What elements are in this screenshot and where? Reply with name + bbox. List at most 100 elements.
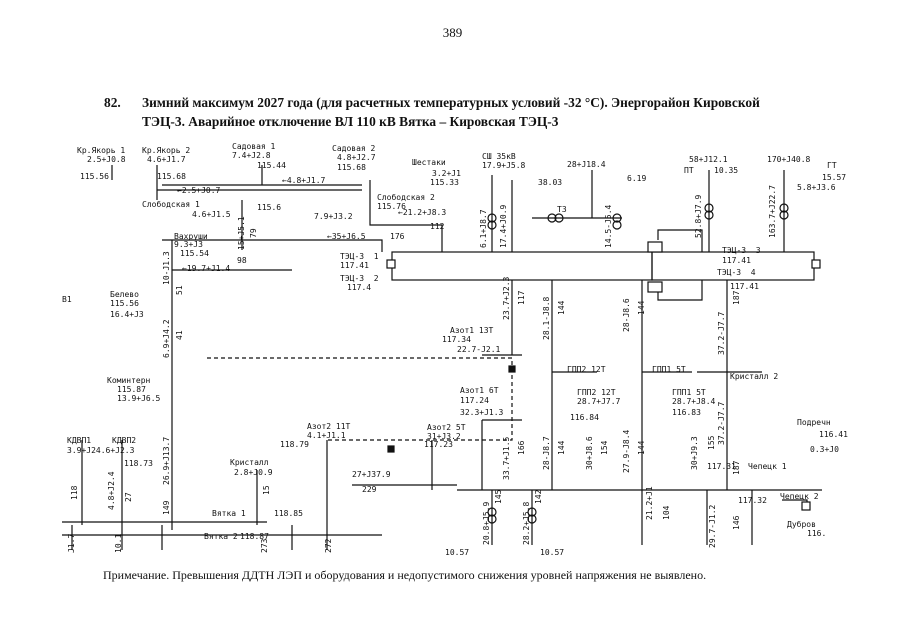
label-n101: 10.1 <box>114 533 123 553</box>
label-n41: 41 <box>175 330 184 340</box>
label-sadovaya2-flow: 4.8+J2.7 <box>337 153 376 162</box>
label-vyatka1-v: 118.85 <box>274 509 303 518</box>
label-vyatka2: Вятка 2 <box>204 532 238 541</box>
label-gpp1-5: ГПП1 5Т <box>652 365 686 374</box>
transformer-gt-b <box>779 210 789 220</box>
label-n144a: 144 <box>557 300 566 315</box>
label-kdvp1: КДВП1 <box>67 436 92 445</box>
label-slob1-flow: 4.6+J1.5 <box>192 210 231 219</box>
label-podrechn-v: 116.41 <box>819 430 848 439</box>
label-gpp2-12b-v: 116.84 <box>570 413 599 422</box>
label-shestaki-flow: 3.2+J1 <box>432 169 461 178</box>
label-n117: 117 <box>517 290 526 305</box>
label-azot1-13-flow: 22.7-J2.1 <box>457 345 501 354</box>
label-n144b: 144 <box>637 300 646 315</box>
label-kr-yakor2-flow: 4.6+J1.7 <box>147 155 186 164</box>
label-r30: 30+J8.6 <box>585 436 594 470</box>
page-number: 389 <box>442 25 463 40</box>
label-azot2-11-v: 118.79 <box>280 440 309 449</box>
label-azot1-13-v: 117.34 <box>442 335 471 344</box>
line-slobodskaya <box>369 180 443 252</box>
label-r61: 6.1+J8.7 <box>479 209 488 248</box>
label-podrechn-flow: 0.3+J0 <box>810 445 839 454</box>
label-slob1-v: 115.6 <box>257 203 282 212</box>
label-kristall: Кристалл <box>230 458 269 467</box>
label-r237: 23.7+J2.3 <box>502 276 511 320</box>
label-n187a: 187 <box>732 290 741 305</box>
section-heading: 82.Зимний максимум 2027 года (для расчет… <box>104 93 874 131</box>
transformer-pt-a <box>704 203 714 213</box>
label-sadovaya1: Садовая 1 <box>232 142 276 151</box>
label-tec3-3-v: 117.41 <box>722 256 751 265</box>
transformer-pt-b <box>704 210 714 220</box>
label-tec3-3: ТЭЦ-3 3 <box>722 246 761 255</box>
label-kr-yakor1-v: 115.56 <box>80 172 109 181</box>
label-n142: 142 <box>534 489 543 504</box>
label-tec3-1: ТЭЦ-3 1 <box>340 252 379 261</box>
label-gpp2-12b-flow: 28.7+J7.7 <box>577 397 621 406</box>
label-pt-v: 10.35 <box>714 166 739 175</box>
label-kdvp-v: 118.73 <box>124 459 153 468</box>
label-vakhrushi-v: 115.54 <box>180 249 209 258</box>
label-n27: 27 <box>124 492 133 502</box>
label-n166: 166 <box>517 440 526 455</box>
label-vyatka1: Вятка 1 <box>212 509 246 518</box>
label-n51: 51 <box>175 285 184 295</box>
label-azot2-11-flow: 4.1+J1.1 <box>307 431 346 440</box>
label-azot2-5-v: 117.23 <box>424 440 453 449</box>
line-sadovaya <box>162 165 362 250</box>
coupler-1 <box>647 241 663 253</box>
label-tec3-4: ТЭЦ-3 4 <box>717 268 756 277</box>
label-sadovaya1-v: 115.44 <box>257 161 286 170</box>
line-azot2 <box>326 440 457 535</box>
transformer-s1-b <box>487 514 497 524</box>
label-r269: 26.9+J13.7 <box>162 436 171 485</box>
transformer-t3-d <box>612 220 622 230</box>
line-disconnected <box>207 357 513 441</box>
label-r281: 28.1-J8.8 <box>542 296 551 340</box>
label-v619: 6.19 <box>627 174 647 183</box>
line-t3 <box>511 170 622 252</box>
label-pt-flow: 58+J12.1 <box>689 155 728 164</box>
label-azot1-13: Азот1 13Т <box>450 326 494 335</box>
switch-off-2 <box>387 445 395 453</box>
label-n144c: 144 <box>557 440 566 455</box>
label-gpp1-5b-flow: 28.7+J8.4 <box>672 397 716 406</box>
label-f48: ←4.8+J1.7 <box>282 176 326 185</box>
label-flow28: 28+J18.4 <box>567 160 606 169</box>
transformer-t3-c <box>612 213 622 223</box>
label-n112: 112 <box>430 222 445 231</box>
label-belevo-flow: 16.4+J3 <box>110 310 144 319</box>
label-kominetrn: Коминтерн <box>107 376 151 385</box>
label-n98: 98 <box>237 256 247 265</box>
label-n118: 118 <box>70 485 79 500</box>
label-n229: 229 <box>362 485 377 494</box>
switch-off-1 <box>508 365 516 373</box>
label-kdvp2: КДВП2 <box>112 436 137 445</box>
label-r528: 52.8+J7.9 <box>694 194 703 238</box>
label-gt: ГТ <box>827 161 837 170</box>
label-slob1: Слободская 1 <box>142 200 200 209</box>
label-r28: 28-J8.6 <box>622 298 631 332</box>
heading-line-2: ТЭЦ-3. Аварийное отключение ВЛ 110 кВ Вя… <box>142 114 559 129</box>
transformer-s1-a <box>487 507 497 517</box>
label-v11732: 117.32 <box>738 496 767 505</box>
label-v1057b: 10.57 <box>540 548 565 557</box>
label-r174: 17.4+J0.9 <box>499 204 508 248</box>
line-kr-yakor <box>111 165 362 200</box>
label-slob2-v: 115.76 <box>377 202 406 211</box>
label-v1057a: 10.57 <box>445 548 470 557</box>
coupler-2 <box>647 281 663 293</box>
label-gt-aux: 5.8+J3.6 <box>797 183 836 192</box>
label-azot2-5: Азот2 5Т <box>427 423 466 432</box>
label-gpp1-5b: ГПП1 5Т <box>672 388 706 397</box>
label-kr-yakor2-v: 115.68 <box>157 172 186 181</box>
transformer-t3-b <box>554 213 564 223</box>
label-kdvp-flow: 3.9+J24.6+J2.3 <box>67 446 135 455</box>
label-gpp2-12b: ГПП2 12Т <box>577 388 616 397</box>
network-lines <box>62 165 822 550</box>
label-n155: 155 <box>707 435 716 450</box>
label-azot1-6-v: 117.24 <box>460 396 489 405</box>
label-n273: 273 <box>260 538 269 553</box>
label-chepets2: Чепецк 2 <box>780 492 819 501</box>
